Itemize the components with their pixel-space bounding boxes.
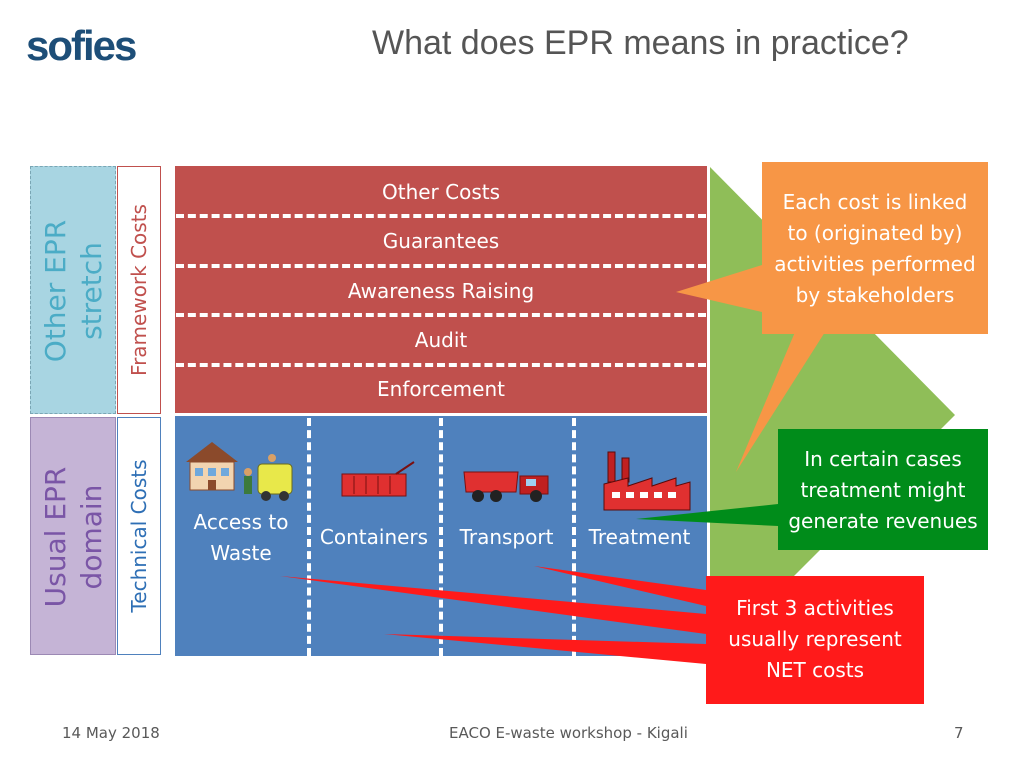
row-divider — [176, 363, 706, 367]
footer-event: EACO E-waste workshop - Kigali — [449, 724, 688, 742]
sofies-logo: sofies — [26, 22, 137, 69]
col-divider — [439, 418, 443, 656]
footer-page-number: 7 — [954, 724, 964, 742]
row-divider — [176, 264, 706, 268]
row-enforcement: Enforcement — [377, 377, 505, 401]
row-awareness-raising: Awareness Raising — [347, 279, 535, 303]
framework-costs-box: Framework Costs — [117, 166, 161, 414]
green-callout-text: In certain cases treatment might generat… — [788, 447, 978, 533]
slide-title: What does EPR means in practice? — [372, 24, 909, 62]
green-callout-box — [778, 429, 988, 550]
factory-icon — [603, 451, 691, 511]
technical-costs-box: Technical Costs — [117, 417, 161, 655]
truck-icon — [463, 471, 549, 502]
usual-epr-domain-box: Usual EPR domain — [30, 417, 116, 655]
red-callout-text: First 3 activities usually represent NET… — [728, 596, 902, 682]
orange-callout-box — [762, 162, 988, 334]
orange-callout-text: Each cost is linked to (originated by) a… — [774, 190, 976, 307]
house-with-workers-icon — [186, 442, 293, 501]
row-divider — [176, 214, 706, 218]
row-divider — [176, 313, 706, 317]
row-audit: Audit — [414, 328, 468, 352]
col-access-to-waste: Access to Waste — [193, 510, 289, 565]
container-icon — [341, 461, 415, 497]
col-divider — [572, 418, 576, 656]
col-transport: Transport — [459, 525, 554, 549]
col-divider — [307, 418, 311, 656]
row-other-costs: Other Costs — [381, 180, 501, 204]
col-containers: Containers — [319, 525, 429, 549]
other-epr-stretch-box: Other EPR stretch — [30, 166, 116, 414]
red-callout-box — [706, 576, 924, 704]
row-guarantees: Guarantees — [382, 229, 500, 253]
col-treatment: Treatment — [588, 525, 691, 549]
footer-date: 14 May 2018 — [62, 724, 160, 742]
framework-costs-area — [175, 166, 707, 413]
